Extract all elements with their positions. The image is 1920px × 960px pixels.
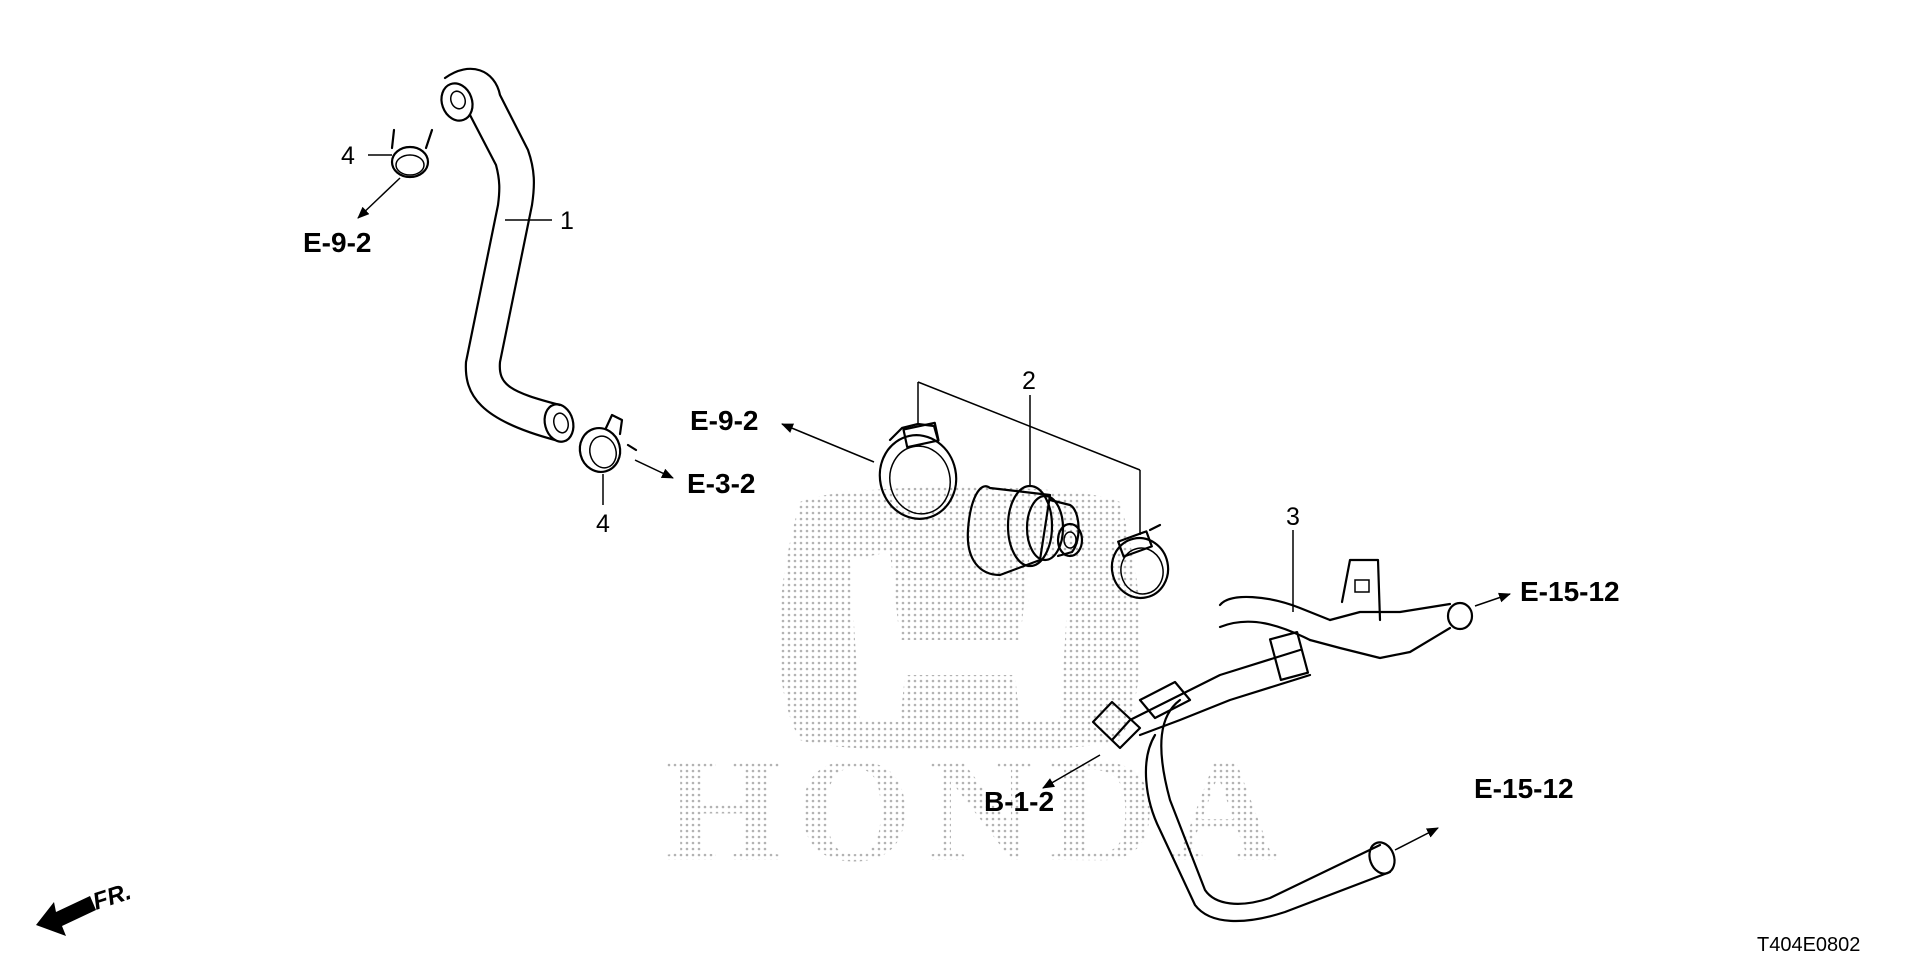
watermark: HONDA bbox=[665, 487, 1293, 893]
breather-tube bbox=[440, 67, 575, 443]
watermark-logo-icon bbox=[779, 487, 1141, 752]
ref-e-15-12-bottom: E-15-12 bbox=[1474, 773, 1574, 804]
ref-e-9-2-mid: E-9-2 bbox=[690, 405, 758, 436]
front-label: FR. bbox=[90, 878, 135, 916]
diagram-code: T404E0802 bbox=[1757, 934, 1860, 956]
front-arrow-icon bbox=[36, 896, 96, 936]
ref-e-3-2: E-3-2 bbox=[687, 468, 755, 499]
ref-e-9-2-top: E-9-2 bbox=[303, 227, 371, 258]
pcv-valve-assembly bbox=[781, 381, 1170, 600]
part-number-3: 3 bbox=[1286, 503, 1300, 531]
ref-b-1-2: B-1-2 bbox=[984, 786, 1054, 817]
part-number-1: 1 bbox=[560, 207, 574, 235]
part-number-2: 2 bbox=[1022, 367, 1036, 395]
ref-e-15-12-top: E-15-12 bbox=[1520, 576, 1620, 607]
watermark-brand-text: HONDA bbox=[665, 727, 1293, 893]
part-number-4-top: 4 bbox=[341, 142, 355, 170]
hose-clamp-bottom bbox=[578, 413, 674, 505]
front-direction-indicator: FR. bbox=[36, 878, 135, 936]
water-pipe bbox=[1042, 530, 1511, 923]
part-number-4-bottom: 4 bbox=[596, 510, 610, 538]
hose-clamp-top bbox=[357, 128, 434, 219]
